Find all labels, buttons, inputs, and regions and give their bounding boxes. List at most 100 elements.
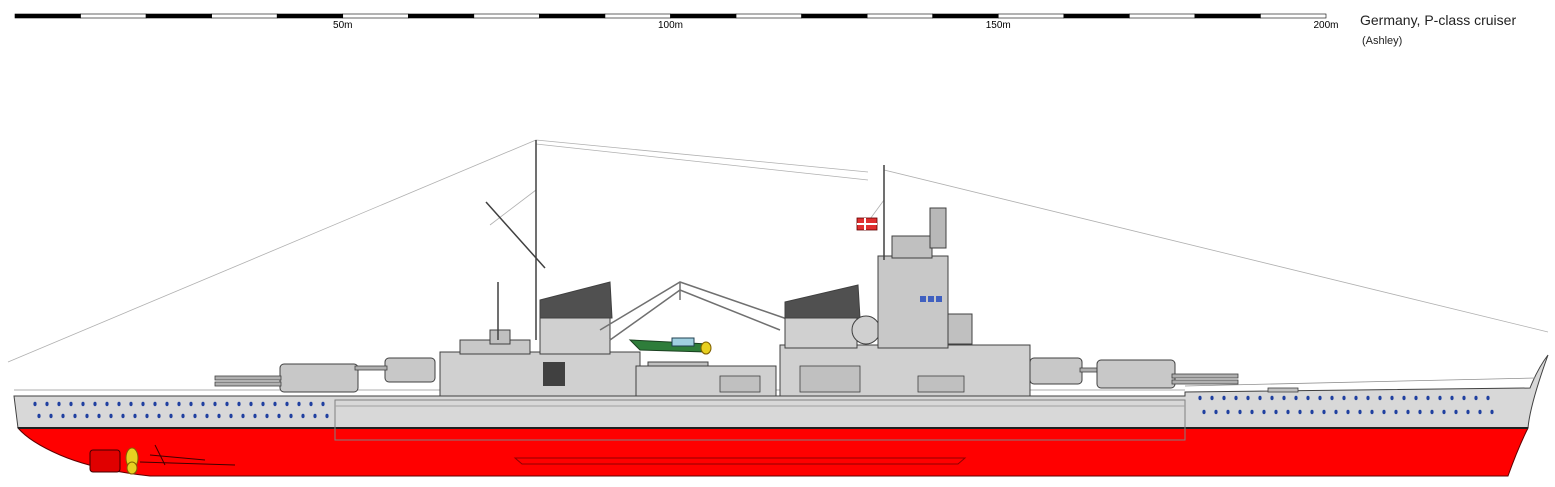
porthole [1358, 409, 1362, 415]
porthole [1418, 409, 1422, 415]
porthole [189, 401, 193, 407]
porthole [69, 401, 73, 407]
porthole [1390, 395, 1394, 401]
scale-label: 150m [985, 20, 1011, 31]
porthole [1330, 395, 1334, 401]
secondary-guns [719, 365, 1299, 393]
porthole [81, 401, 85, 407]
porthole [1378, 395, 1382, 401]
porthole [1462, 395, 1466, 401]
porthole [1246, 395, 1250, 401]
porthole [85, 413, 89, 419]
rudder [89, 449, 121, 473]
porthole [285, 401, 289, 407]
lower-hull-red [16, 427, 1529, 477]
porthole [321, 401, 325, 407]
porthole [1222, 395, 1226, 401]
porthole [105, 401, 109, 407]
porthole [1226, 409, 1230, 415]
upper-hull-grey [13, 354, 1549, 429]
porthole [145, 413, 149, 419]
porthole [45, 401, 49, 407]
porthole [121, 413, 125, 419]
porthole [193, 413, 197, 419]
propeller-shafts [139, 444, 236, 466]
aircraft-crane [599, 281, 791, 341]
turret-aft-upper [354, 357, 436, 383]
porthole [1238, 409, 1242, 415]
porthole [1214, 409, 1218, 415]
porthole [1406, 409, 1410, 415]
porthole [1282, 395, 1286, 401]
porthole [309, 401, 313, 407]
scale-bar [14, 13, 1327, 19]
porthole [93, 401, 97, 407]
porthole [1370, 409, 1374, 415]
porthole [141, 401, 145, 407]
drawing-title: Germany, P-class cruiser [1360, 12, 1517, 28]
porthole [217, 413, 221, 419]
porthole [49, 413, 53, 419]
scale-label: 100m [657, 20, 684, 31]
turret-aft-lower [214, 363, 359, 393]
porthole [1486, 395, 1490, 401]
porthole [1322, 409, 1326, 415]
porthole [289, 413, 293, 419]
porthole [1438, 395, 1442, 401]
porthole [277, 413, 281, 419]
porthole [1454, 409, 1458, 415]
porthole [129, 401, 133, 407]
porthole [1262, 409, 1266, 415]
porthole [1234, 395, 1238, 401]
porthole [229, 413, 233, 419]
porthole [1334, 409, 1338, 415]
porthole [33, 401, 37, 407]
floatplane [628, 337, 712, 367]
aft-mast [485, 140, 546, 340]
porthole [1366, 395, 1370, 401]
rigging-wires [7, 139, 1549, 363]
porthole [1298, 409, 1302, 415]
scale-label: 200m [1313, 20, 1339, 31]
porthole [1402, 395, 1406, 401]
porthole [265, 413, 269, 419]
propeller [125, 447, 139, 475]
porthole [249, 401, 253, 407]
porthole [1450, 395, 1454, 401]
porthole [237, 401, 241, 407]
bilge-keel [513, 457, 967, 465]
porthole [1342, 395, 1346, 401]
armor-belt [334, 399, 1186, 441]
porthole [157, 413, 161, 419]
porthole [1490, 409, 1494, 415]
porthole [261, 401, 265, 407]
porthole [1382, 409, 1386, 415]
porthole [165, 401, 169, 407]
scale-segments [14, 13, 1327, 19]
porthole [1466, 409, 1470, 415]
porthole [325, 413, 329, 419]
porthole [241, 413, 245, 419]
porthole [213, 401, 217, 407]
porthole [37, 413, 41, 419]
porthole [1270, 395, 1274, 401]
porthole [1286, 409, 1290, 415]
porthole [301, 413, 305, 419]
porthole [61, 413, 65, 419]
porthole [1310, 409, 1314, 415]
naval-ensign [856, 217, 878, 231]
porthole [1354, 395, 1358, 401]
porthole [1274, 409, 1278, 415]
porthole [1198, 395, 1202, 401]
porthole [313, 413, 317, 419]
porthole [1430, 409, 1434, 415]
porthole [225, 401, 229, 407]
porthole [201, 401, 205, 407]
porthole [1202, 409, 1206, 415]
porthole [205, 413, 209, 419]
porthole [133, 413, 137, 419]
porthole [1414, 395, 1418, 401]
aft-superstructure [439, 281, 641, 397]
porthole [1442, 409, 1446, 415]
